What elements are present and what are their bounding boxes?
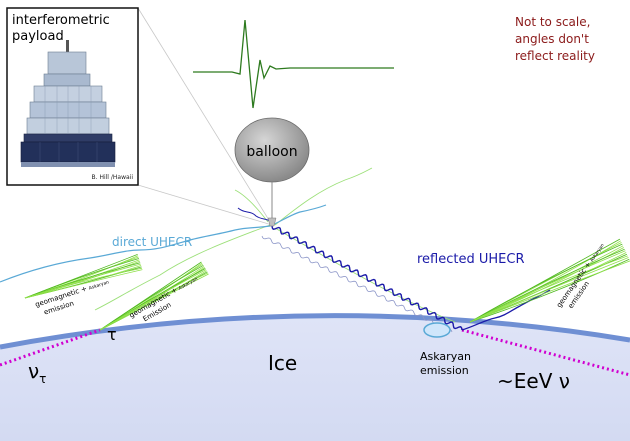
reflected-uhecr-outgoing: [461, 289, 551, 331]
signal-waveform: [193, 19, 394, 109]
disclaimer-line3: reflect reality: [515, 49, 595, 63]
payload-illustration: [20, 40, 116, 167]
eev-nu-path: [461, 328, 630, 377]
reflected-uhecr-label: reflected UHECR: [417, 252, 525, 267]
radio-ray-left: [94, 224, 271, 311]
disclaimer-line1: Not to scale,: [515, 15, 590, 29]
askaryan-label-line2: emission: [420, 364, 469, 377]
reflected-uhecr-shadow-path: [261, 235, 453, 333]
air-shower-left: [24, 254, 143, 299]
air-shower-right: [469, 238, 630, 323]
disclaimer-line2: angles don't: [515, 32, 589, 46]
shower-strand: [469, 260, 630, 323]
nu-tau-subscript: τ: [39, 372, 46, 386]
shower-strand: [469, 255, 628, 323]
shower-strand: [24, 267, 143, 299]
inset-projection-line-top: [137, 7, 273, 226]
shower-strand: [24, 258, 140, 299]
nu-tau-base: ν: [28, 359, 39, 383]
shower-strand: [469, 258, 630, 323]
shower-strand: [24, 269, 143, 299]
shower-strand: [469, 243, 623, 323]
inset-title-line1: interferometric: [12, 13, 110, 28]
air-shower-middle: [99, 261, 209, 331]
askaryan-label-line1: Askaryan: [420, 350, 471, 363]
reflected-uhecr-path: [271, 225, 463, 331]
inset-credit: B. Hill /Hawaii: [92, 174, 134, 181]
shower-strand: [99, 273, 209, 331]
inset-projection-line-bottom: [137, 184, 273, 226]
shower-strand: [99, 264, 204, 331]
uhecr-wiggle-near-balloon: [237, 207, 273, 223]
tau-label: τ: [107, 325, 117, 344]
shower-strand: [469, 257, 629, 323]
shower-strand: [99, 272, 209, 331]
nu-tau-label: ντ: [28, 359, 46, 386]
ice-label: Ice: [268, 351, 297, 375]
eev-nu-label: ~EeV ν: [497, 369, 570, 393]
direct-uhecr-path: [0, 204, 327, 283]
inset-title-line2: payload: [12, 29, 64, 44]
balloon-label: balloon: [246, 144, 297, 160]
shower-strand: [469, 242, 622, 323]
ice-region: [0, 315, 630, 441]
radio-ray-right-up: [274, 167, 373, 226]
askaryan-emission-ellipse: [423, 322, 451, 338]
direct-uhecr-label: direct UHECR: [112, 235, 192, 249]
ice-surface-line: [0, 313, 630, 350]
radio-ray-up-left: [234, 189, 269, 223]
balloon-gondola: [267, 217, 277, 227]
